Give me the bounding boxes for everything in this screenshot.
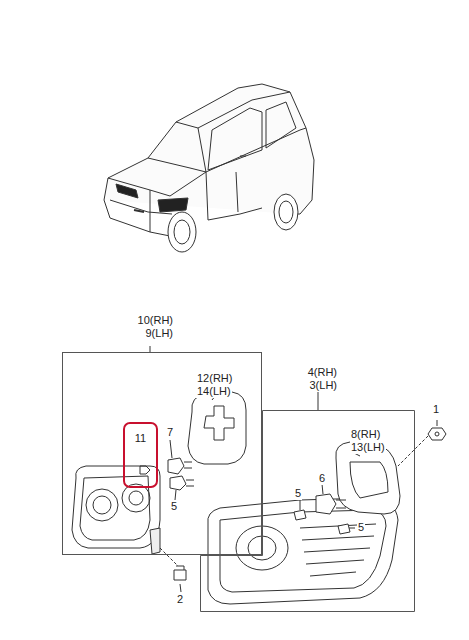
group-callout: 4(RH) 3(LH): [296, 366, 338, 392]
outline: [124, 423, 157, 487]
panel-outline: [123, 422, 158, 488]
callout-number: 1: [432, 403, 440, 416]
callout-number: 13(LH): [350, 441, 386, 454]
outline: [201, 411, 415, 612]
callout-number: 6: [318, 472, 326, 485]
callout-number: 5: [294, 487, 302, 500]
callout-number: 5: [357, 521, 365, 534]
highlight-box: 11: [123, 422, 158, 488]
callout-number: 12(RH): [196, 372, 233, 385]
callout-number: 14(LH): [196, 385, 232, 398]
group-callout: 10(RH) 9(LH): [128, 314, 174, 340]
callout-number: 5: [170, 500, 178, 513]
callout-number: 8(RH): [350, 428, 381, 441]
callout-number: 7: [166, 426, 174, 439]
outline: [63, 353, 262, 555]
callout-number: 11: [134, 432, 147, 445]
callout-number: 2: [176, 593, 184, 606]
